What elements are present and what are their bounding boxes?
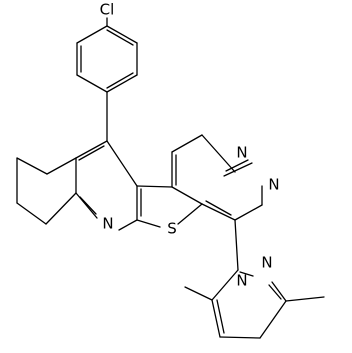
bond [223, 162, 253, 177]
bond [79, 196, 97, 215]
bond [136, 185, 173, 188]
bond [225, 159, 249, 172]
bond [219, 336, 261, 339]
bond [76, 74, 108, 93]
bond [201, 134, 236, 173]
bond [268, 284, 282, 300]
bond [211, 299, 221, 338]
bond [234, 204, 263, 221]
bond [285, 296, 325, 302]
bond [106, 25, 138, 44]
bond [205, 200, 232, 216]
bond [16, 202, 47, 225]
bond [78, 145, 105, 161]
bond [106, 72, 134, 89]
bond [136, 219, 161, 228]
bond [211, 269, 239, 301]
bonds [16, 17, 325, 339]
atom-label-cl: Cl [100, 1, 115, 19]
bond [106, 140, 138, 187]
bond [171, 186, 203, 205]
bond [106, 74, 138, 93]
bond [45, 192, 77, 225]
bond [118, 219, 138, 231]
bond [201, 203, 236, 221]
bond [259, 300, 287, 339]
bond [46, 157, 77, 175]
atom-label-n-ring-top: N [236, 144, 247, 162]
bond [177, 203, 203, 225]
atom-label-n-pyridine: N [102, 215, 113, 233]
bond [106, 29, 134, 46]
atom-label-n-ring-right: N [268, 176, 279, 194]
bond [184, 286, 213, 301]
bond [239, 271, 254, 277]
bond [76, 25, 108, 44]
atom-label-n-pyrazole-1: N [236, 272, 247, 290]
bond [216, 299, 225, 334]
bond [171, 134, 203, 153]
bond [234, 219, 239, 271]
bond [75, 140, 108, 159]
atom-labels: Cl N N N S N N [100, 1, 280, 290]
bond [75, 192, 98, 219]
bond [16, 157, 48, 175]
atom-label-s-thiophene: S [167, 220, 177, 238]
atom-label-n-pyrazole-2: N [261, 254, 272, 272]
bond [271, 281, 287, 302]
